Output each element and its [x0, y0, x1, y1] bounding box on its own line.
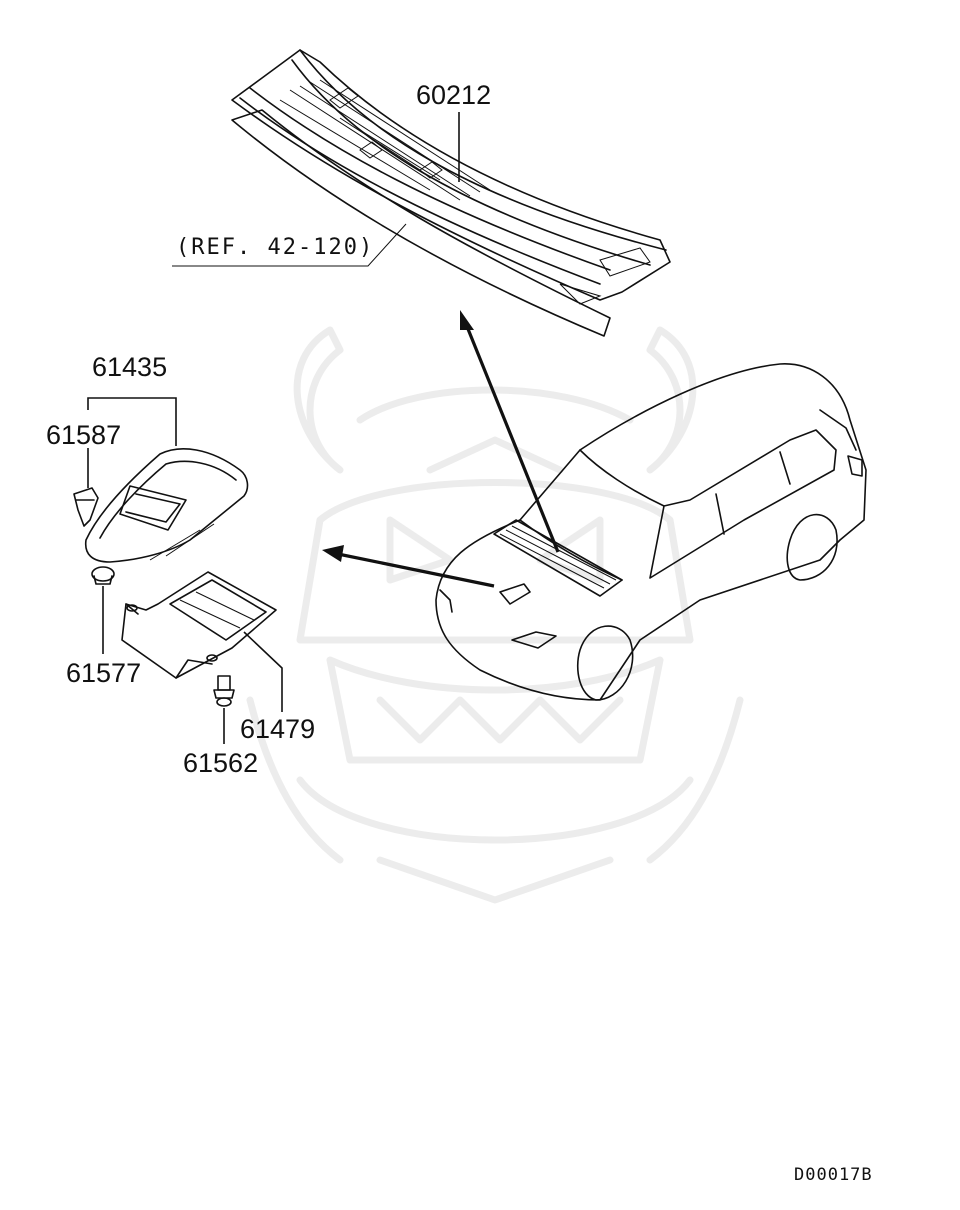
bracket-part	[121, 571, 277, 679]
cover-assy	[84, 448, 249, 563]
label-61587: 61587	[46, 420, 121, 450]
arrow-up	[460, 310, 560, 553]
arrow-left	[322, 545, 495, 588]
label-61435: 61435	[92, 352, 167, 382]
watermark-emblem	[246, 326, 744, 904]
bolt-part	[213, 675, 235, 707]
leader-61479	[243, 631, 283, 712]
label-61562: 61562	[183, 748, 258, 778]
label-61577: 61577	[66, 658, 141, 688]
vehicle-outline	[435, 363, 867, 701]
label-61479: 61479	[240, 714, 315, 744]
cowl-top-panel	[231, 49, 671, 337]
label-60212: 60212	[416, 80, 491, 110]
leader-61435	[87, 397, 177, 446]
grommet-part	[91, 566, 115, 585]
label-ref: (REF. 42-120)	[176, 235, 374, 260]
clip-part	[73, 487, 99, 527]
leader-ref	[172, 223, 407, 267]
diagram-code: D00017B	[794, 1165, 873, 1185]
